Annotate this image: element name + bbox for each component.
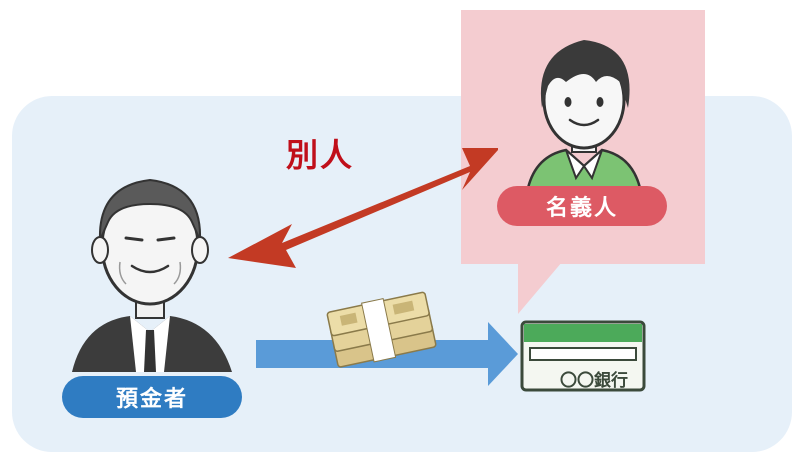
nominee-label: 名義人 (497, 186, 667, 226)
depositor-label: 預金者 (62, 376, 242, 418)
speech-bubble-tail (518, 262, 562, 314)
depositor-person-icon (72, 178, 232, 372)
nominee-person-icon (526, 40, 642, 190)
money-bundle-icon (326, 291, 437, 368)
bank-card-icon (520, 320, 646, 392)
relation-arrow (228, 148, 498, 268)
transfer-arrow (256, 322, 518, 386)
bank-name-label: 〇〇銀行 (560, 370, 628, 391)
relation-label: 別人 (286, 136, 355, 174)
